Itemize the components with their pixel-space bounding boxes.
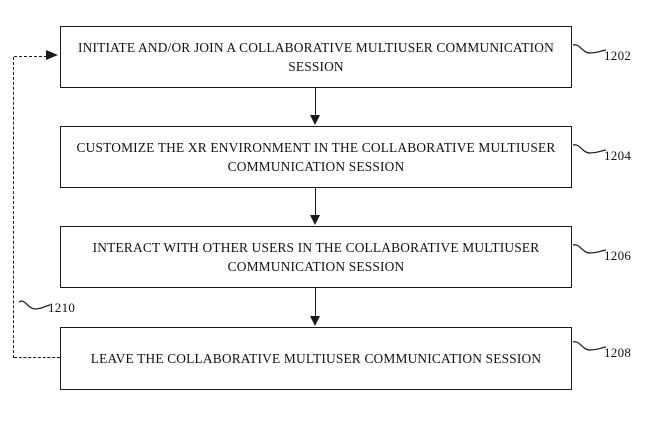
- reference-numeral-1202: 1202: [604, 48, 632, 63]
- leader-line-1206: [572, 244, 607, 254]
- arrow-down-icon: [310, 115, 320, 125]
- process-box-1202-label: INITIATE AND/OR JOIN A COLLABORATIVE MUL…: [78, 39, 554, 74]
- process-box-1208: LEAVE THE COLLABORATIVE MULTIUSER COMMUN…: [60, 327, 572, 390]
- arrow-down-icon: [310, 316, 320, 326]
- leader-line-1204: [572, 144, 607, 154]
- process-box-1202: INITIATE AND/OR JOIN A COLLABORATIVE MUL…: [60, 26, 572, 88]
- process-box-1208-label: LEAVE THE COLLABORATIVE MULTIUSER COMMUN…: [90, 350, 542, 366]
- reference-numeral-1204: 1204: [604, 148, 632, 163]
- process-box-1206-label: INTERACT WITH OTHER USERS IN THE COLLABO…: [92, 239, 540, 274]
- leader-line-1202: [572, 44, 607, 54]
- connector-1206-to-1208: [315, 288, 316, 318]
- arrow-right-icon: [46, 50, 58, 60]
- feedback-loop-vertical-segment: [13, 57, 14, 358]
- process-box-1204-label: CUSTOMIZE THE XR ENVIRONMENT IN THE COLL…: [76, 139, 556, 174]
- connector-1204-to-1206: [315, 188, 316, 217]
- arrow-down-icon: [310, 215, 320, 225]
- leader-line-1210: [18, 300, 51, 310]
- leader-line-1208: [572, 341, 607, 351]
- reference-numeral-1208: 1208: [604, 345, 632, 360]
- feedback-loop-top-segment: [14, 56, 47, 57]
- reference-numeral-1210: 1210: [48, 300, 76, 315]
- reference-numeral-1206: 1206: [604, 248, 632, 263]
- process-box-1206: INTERACT WITH OTHER USERS IN THE COLLABO…: [60, 226, 572, 288]
- process-box-1204: CUSTOMIZE THE XR ENVIRONMENT IN THE COLL…: [60, 126, 572, 188]
- connector-1202-to-1204: [315, 88, 316, 117]
- feedback-loop-bottom-segment: [14, 357, 60, 358]
